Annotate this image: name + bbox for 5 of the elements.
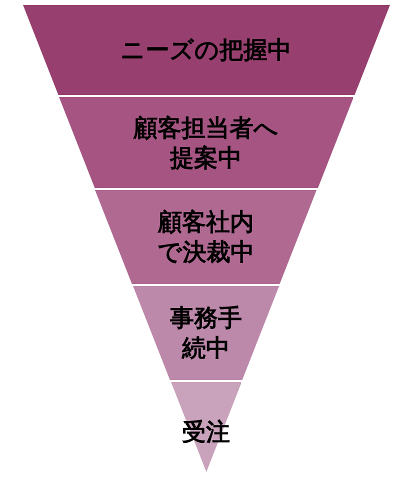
stage-label: 受注 [180,416,231,446]
stage-label: 事務手続中 [168,303,243,363]
stage-label: 顧客担当者へ提案中 [132,112,280,172]
stage-label: ニーズの把握中 [120,35,292,65]
stage-label: 顧客社内で決裁中 [156,207,256,267]
